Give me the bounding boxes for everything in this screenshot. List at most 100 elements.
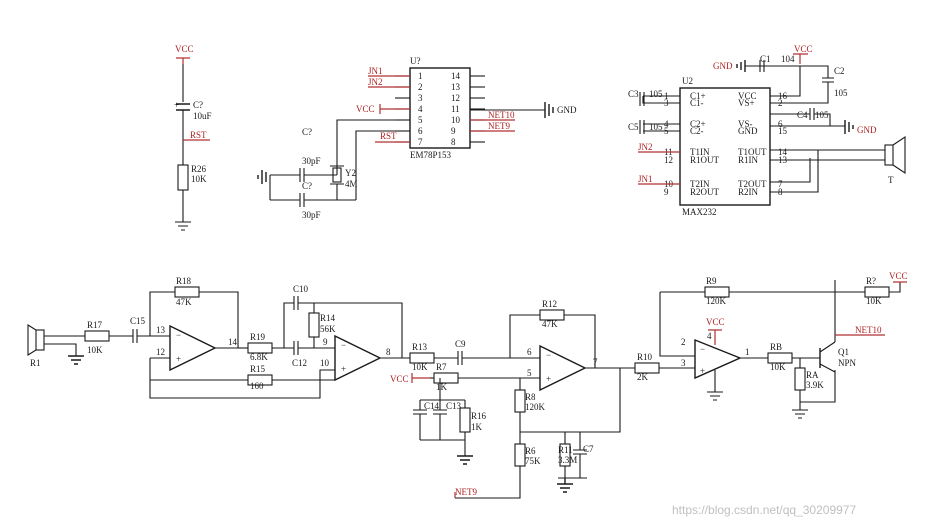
reset-resistor [177, 164, 189, 191]
ground-icon [457, 455, 473, 465]
svg-text:C14: C14 [424, 401, 440, 411]
svg-text:10K: 10K [770, 362, 786, 372]
svg-text:10K: 10K [866, 296, 882, 306]
svg-text:75K: 75K [525, 456, 541, 466]
ground-icon [544, 102, 554, 118]
svg-text:+: + [174, 100, 179, 110]
svg-text:R16: R16 [471, 411, 487, 421]
mcu-pin-right-13: 13 [451, 82, 461, 92]
opamp-3 [539, 344, 587, 392]
svg-text:7: 7 [593, 357, 598, 367]
max-pin-right-14: 14 [778, 147, 788, 157]
speaker-label: T [888, 175, 894, 185]
jn1-label: JN1 [368, 66, 383, 76]
svg-text:R8: R8 [525, 392, 536, 402]
svg-text:6: 6 [527, 347, 532, 357]
max-jn1-label: JN1 [638, 174, 653, 184]
mcu-vcc-label: VCC [356, 104, 375, 114]
mcu-pin-left-5: 5 [418, 115, 423, 125]
svg-text:VCC: VCC [390, 374, 409, 384]
speaker-icon [884, 144, 894, 166]
svg-text:5: 5 [527, 368, 532, 378]
c5-value: 105 [649, 122, 663, 132]
svg-text:Q1: Q1 [838, 347, 849, 357]
ground-icon [257, 170, 267, 184]
c2-ref: C2 [834, 66, 845, 76]
mcu-pin-left-7: 7 [418, 137, 423, 147]
svg-text:120K: 120K [525, 402, 546, 412]
c5-ref: C5 [628, 122, 639, 132]
max-pin-left-12: 12 [664, 155, 673, 165]
xtal-value: 4M [345, 179, 358, 189]
svg-text:RB: RB [770, 342, 782, 352]
svg-text:R6: R6 [525, 446, 536, 456]
svg-text:+: + [341, 364, 346, 374]
max232-ref: U2 [682, 76, 693, 86]
svg-text:C13: C13 [446, 401, 462, 411]
max-pin-name-left: T1IN [690, 147, 710, 157]
svg-text:10K: 10K [412, 362, 428, 372]
c2-value: 105 [834, 88, 848, 98]
c4-ref: C4 [797, 110, 808, 120]
crystal-icon [332, 167, 342, 183]
mcu-pin-right-12: 12 [451, 93, 460, 103]
svg-text:+: + [176, 354, 181, 364]
max-pin-name-left: R1OUT [690, 155, 720, 165]
opamp-4 [694, 338, 742, 380]
svg-text:R?: R? [866, 276, 876, 286]
svg-text:120K: 120K [706, 296, 727, 306]
net9-label: NET9 [488, 121, 510, 131]
r1-label: R1 [30, 358, 41, 368]
mcu-pin-left-4: 4 [418, 104, 423, 114]
svg-text:4: 4 [707, 331, 712, 341]
svg-text:6.8K: 6.8K [250, 352, 268, 362]
opamp-2 [334, 334, 382, 382]
svg-text:VCC: VCC [889, 271, 908, 281]
svg-text:1K: 1K [436, 382, 448, 392]
reset-cap-ref: C? [193, 100, 203, 110]
ground-icon [792, 402, 808, 419]
c4-value: 105 [815, 110, 829, 120]
svg-text:1K: 1K [471, 422, 483, 432]
svg-text:2: 2 [681, 337, 686, 347]
watermark: https://blog.csdn.net/qq_30209977 [672, 503, 856, 517]
svg-text:3.9K: 3.9K [806, 380, 824, 390]
jn2-label: JN2 [368, 77, 383, 87]
svg-text:R15: R15 [250, 364, 266, 374]
reset-circuit: VCC + C? 10uF RST R26 10K [174, 44, 212, 231]
svg-text:R12: R12 [542, 299, 557, 309]
svg-text:NPN: NPN [838, 358, 857, 368]
c1-ref: C1 [760, 54, 771, 64]
svg-text:8: 8 [386, 347, 391, 357]
svg-text:9: 9 [323, 337, 328, 347]
svg-text:13: 13 [156, 325, 166, 335]
svg-text:−: − [341, 340, 346, 350]
ground-icon [844, 120, 854, 134]
mcu-ref: U? [410, 56, 421, 66]
svg-text:3.3M: 3.3M [558, 455, 577, 465]
amplifier-chain: R1 R17 10K C15 − + 13 12 14 R18 47K R15 … [27, 271, 908, 499]
max-gnd2-label: GND [857, 125, 877, 135]
max-pin-name-right: R1IN [738, 155, 759, 165]
svg-text:10K: 10K [87, 345, 103, 355]
mcu-pin-left-3: 3 [418, 93, 423, 103]
max-pin-name-right: T2OUT [738, 179, 767, 189]
reset-cap-value: 10uF [193, 111, 212, 121]
vcc-label: VCC [175, 44, 194, 54]
max-vcc-label: VCC [794, 44, 813, 54]
max-jn2-label: JN2 [638, 142, 653, 152]
svg-text:12: 12 [156, 347, 165, 357]
svg-text:14: 14 [228, 337, 238, 347]
max-gnd1-label: GND [713, 61, 733, 71]
svg-text:C12: C12 [292, 358, 307, 368]
c3-value: 105 [649, 89, 663, 99]
max-pin-name-left: R2OUT [690, 187, 720, 197]
xtal-ref: Y2 [345, 168, 356, 178]
ground-icon [175, 190, 191, 231]
reset-res-ref: R26 [191, 164, 207, 174]
mcu-pin-left-6: 6 [418, 126, 423, 136]
c3-ref: C3 [628, 89, 639, 99]
svg-text:R9: R9 [706, 276, 717, 286]
